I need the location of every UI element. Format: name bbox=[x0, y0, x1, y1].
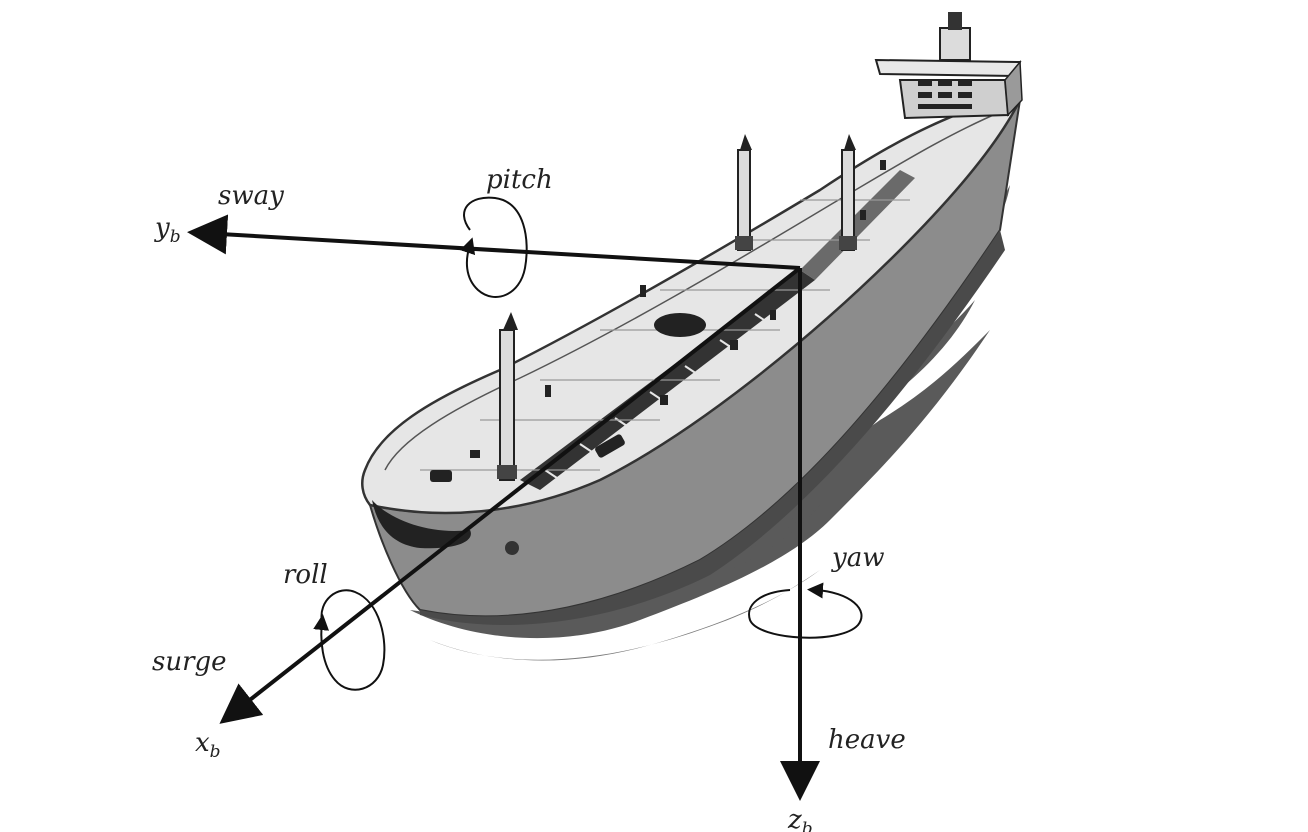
pitch-rotation-arrow-icon bbox=[459, 196, 528, 298]
roll-rotation-arrow-icon bbox=[313, 589, 386, 691]
x-axis-label: xb bbox=[195, 728, 221, 762]
pitch-label: pitch bbox=[486, 165, 553, 195]
superstructure bbox=[874, 12, 1023, 120]
yaw-rotation-arrow-icon bbox=[748, 582, 863, 639]
anchor bbox=[505, 541, 519, 555]
sway-label: sway bbox=[218, 181, 284, 211]
heave-label: heave bbox=[828, 725, 906, 755]
y-axis-label: yb bbox=[154, 213, 181, 247]
x-axis-line bbox=[219, 266, 802, 724]
masts bbox=[497, 134, 857, 481]
ship-illustration bbox=[361, 12, 1023, 661]
yaw-label: yaw bbox=[831, 543, 884, 573]
surge-label: surge bbox=[152, 647, 227, 677]
y-axis-line bbox=[187, 214, 801, 270]
roll-label: roll bbox=[283, 560, 328, 590]
body-frame-axes bbox=[187, 214, 820, 801]
bow bbox=[372, 500, 471, 549]
z-axis-label: zb bbox=[787, 805, 813, 832]
